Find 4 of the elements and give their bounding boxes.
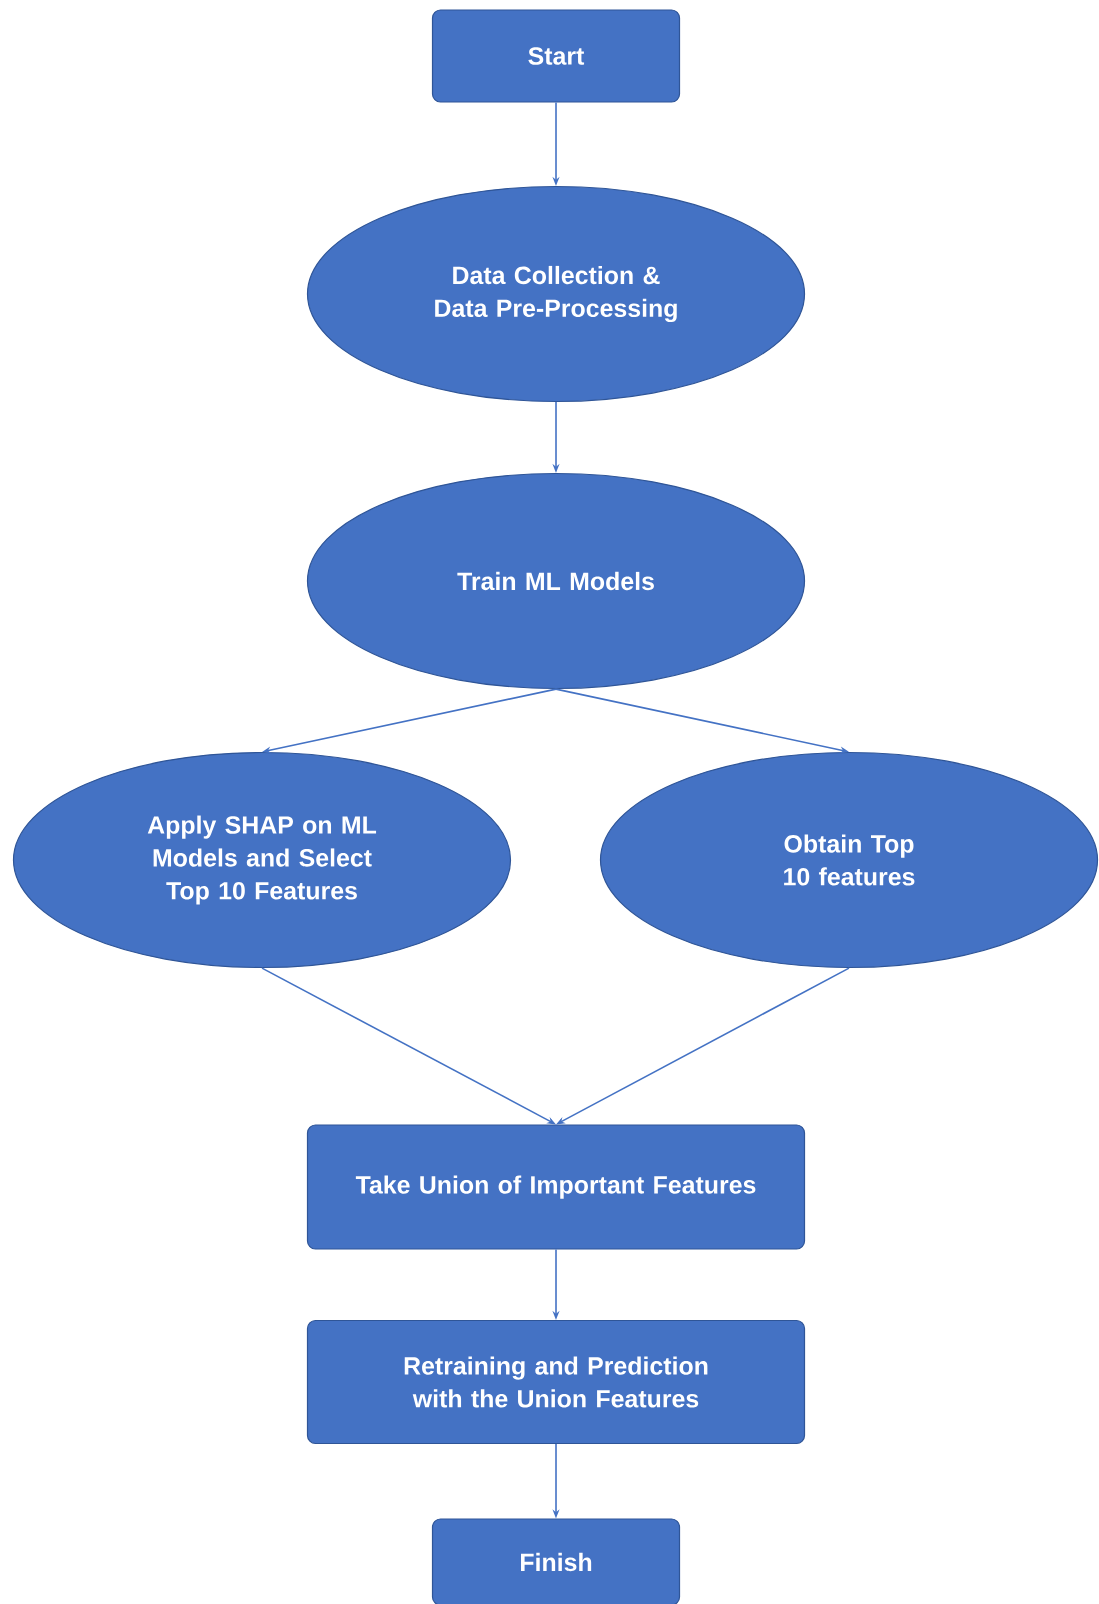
process-box: Take Union of Important Features: [306, 1124, 806, 1250]
process-box: Retraining and Prediction with the Union Features: [306, 1319, 806, 1445]
process-box: Start: [431, 9, 681, 103]
process-box: Finish: [431, 1518, 681, 1604]
